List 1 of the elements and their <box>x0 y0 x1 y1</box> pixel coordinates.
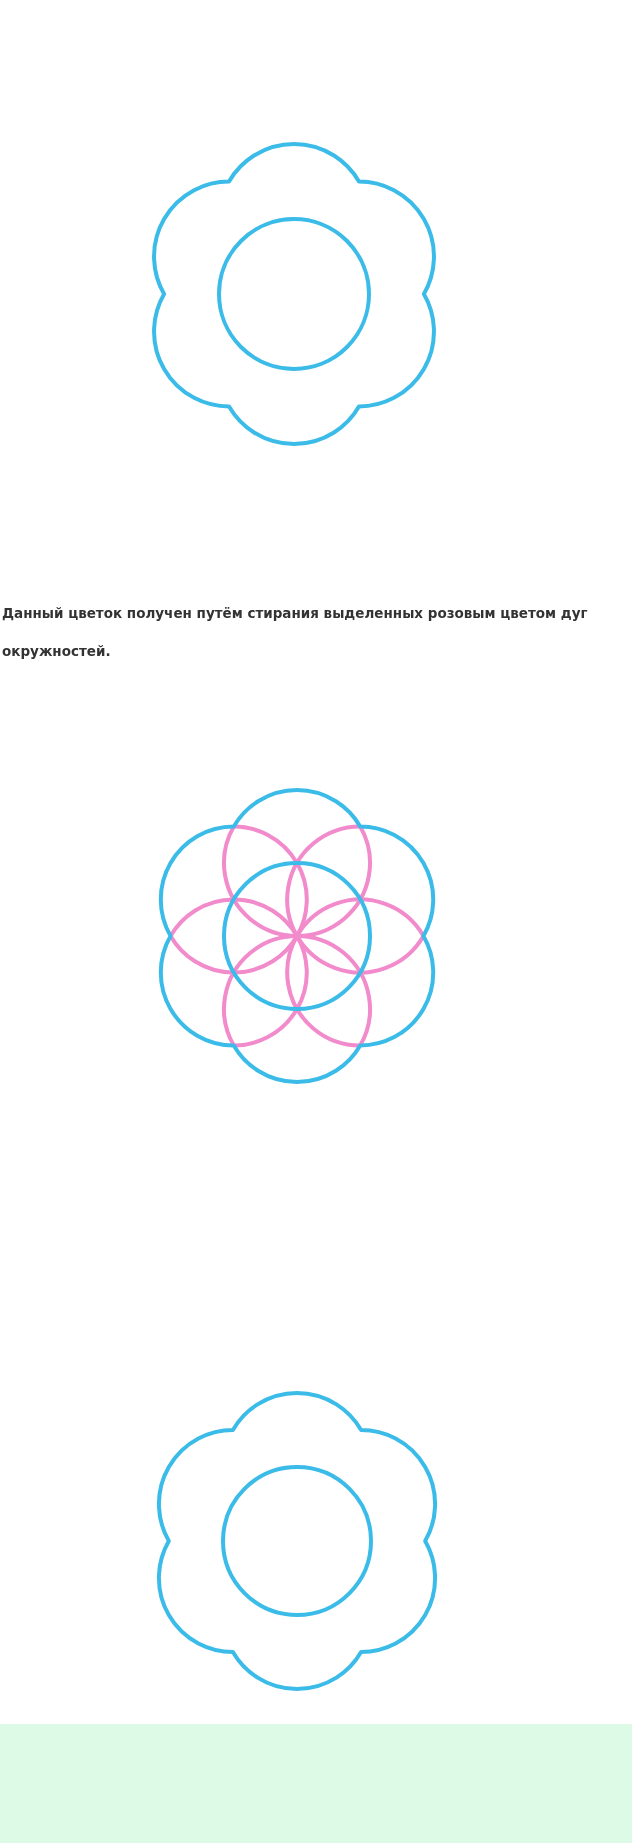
caption-text: Данный цветок получен путём стирания выделенных розовым цветом дуг окружностей. <box>2 604 589 661</box>
